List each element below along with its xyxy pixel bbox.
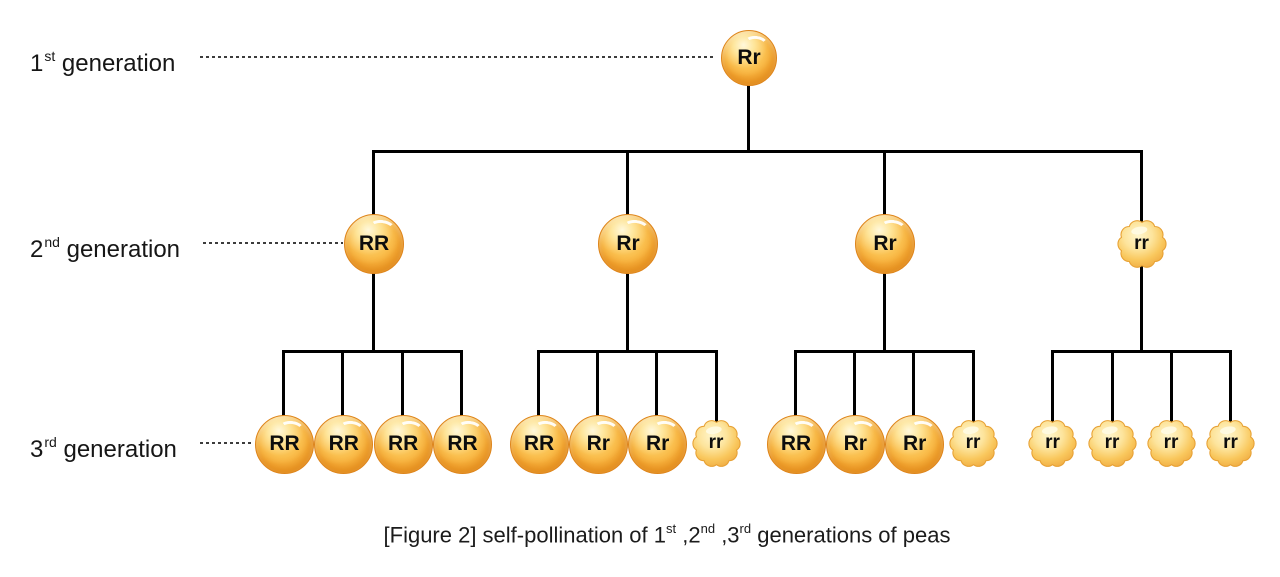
caption-text: ,2: [676, 522, 701, 548]
tree-line: [341, 350, 345, 416]
pea-genotype-label: RR: [358, 232, 390, 255]
gen3-label-text: generation: [56, 436, 177, 463]
pea-gen3-g2-1-smooth: RR: [509, 414, 569, 474]
gen1-label-sup: st: [44, 48, 56, 64]
gen2-label: 2nd generation: [30, 228, 180, 265]
caption-sup: st: [666, 521, 677, 536]
tree-line: [536, 350, 718, 353]
tree-line: [371, 150, 1143, 153]
pea-gen3-g3-1-smooth: RR: [766, 414, 826, 474]
tree-line: [1169, 350, 1173, 423]
pea-gen3-g1-4-smooth: RR: [433, 414, 492, 474]
tree-line: [971, 350, 975, 423]
tree-line: [460, 350, 463, 416]
pea-gen3-g3-2-smooth: Rr: [825, 414, 885, 474]
tree-line: [1229, 350, 1232, 423]
pea-genotype-label: RR: [269, 432, 300, 455]
gen2-label-text: generation: [59, 236, 181, 263]
tree-line: [400, 350, 404, 416]
pea-gen1-smooth: Rr: [721, 30, 777, 86]
pea-genotype-label: Rr: [873, 232, 897, 255]
tree-line: [746, 82, 750, 152]
pea-gen3-g4-4-wrinkled: rr: [1204, 417, 1257, 470]
tree-line: [1140, 150, 1143, 223]
pea-genotype-label: Rr: [903, 432, 927, 455]
pea-gen2-4-wrinkled: rr: [1115, 217, 1169, 271]
tree-line: [714, 350, 718, 423]
tree-line: [882, 150, 886, 216]
pea-gen3-g1-1-smooth: RR: [255, 414, 314, 474]
pea-genotype-label: Rr: [843, 432, 867, 455]
tree-line: [912, 350, 916, 416]
gen3-label-num: 3: [30, 436, 44, 463]
tree-line: [282, 350, 463, 353]
gen1-dotted-connector: [200, 56, 716, 58]
pea-gen3-g4-3-wrinkled: rr: [1145, 417, 1198, 470]
gen1-label: 1st generation: [30, 42, 175, 79]
caption-text: ,3: [715, 522, 740, 548]
gen3-label-sup: rd: [44, 434, 57, 450]
tree-line: [282, 350, 285, 416]
pea-genotype-label: rr: [965, 432, 981, 453]
gen2-label-num: 2: [30, 236, 44, 263]
gen3-label: 3rd generation: [30, 428, 177, 465]
pea-genotype-label: RR: [780, 432, 812, 455]
pea-gen3-g4-1-wrinkled: rr: [1026, 417, 1079, 470]
pea-genotype-label: rr: [1223, 432, 1238, 453]
pea-gen3-g3-4-wrinkled: rr: [947, 417, 1000, 470]
pea-genotype-label: RR: [523, 432, 555, 455]
pea-genotype-label: rr: [1134, 232, 1149, 254]
pea-genotype-label: Rr: [646, 432, 670, 455]
pea-genotype-label: Rr: [586, 432, 610, 455]
tree-line: [793, 350, 797, 416]
gen3-dotted-connector: [200, 442, 253, 444]
tree-line: [882, 264, 886, 352]
pea-genotype-label: Rr: [737, 46, 761, 69]
pea-genotype-label: RR: [447, 432, 478, 455]
pea-gen3-g2-4-wrinkled: rr: [690, 417, 743, 470]
pea-gen3-g2-2-smooth: Rr: [568, 414, 628, 474]
tree-line: [371, 150, 375, 216]
pea-genotype-label: RR: [328, 432, 359, 455]
gen1-label-num: 1: [30, 50, 44, 77]
tree-line: [655, 350, 659, 416]
caption-text: generations of peas: [751, 522, 951, 548]
pea-gen3-g1-3-smooth: RR: [373, 414, 433, 474]
figure-caption: [Figure 2] self-pollination of 1st ,2nd …: [383, 521, 951, 548]
gen2-label-sup: nd: [44, 234, 60, 250]
pea-gen2-2-smooth: Rr: [598, 214, 658, 274]
gen2-dotted-connector: [203, 242, 343, 244]
tree-line: [1051, 350, 1232, 353]
tree-line: [625, 264, 629, 352]
tree-line: [1140, 262, 1143, 352]
tree-line: [793, 350, 975, 353]
pea-gen2-3-smooth: Rr: [855, 214, 915, 274]
tree-line: [1110, 350, 1114, 423]
pea-genotype-label: rr: [1163, 432, 1179, 453]
caption-sup: rd: [739, 521, 752, 536]
tree-line: [595, 350, 599, 416]
tree-line: [852, 350, 856, 416]
pea-gen2-1-smooth: RR: [344, 214, 404, 274]
pea-genotype-label: Rr: [616, 232, 640, 255]
pea-gen3-g4-2-wrinkled: rr: [1086, 417, 1139, 470]
pea-genotype-label: rr: [708, 432, 724, 453]
pea-gen3-g1-2-smooth: RR: [314, 414, 374, 474]
gen1-label-text: generation: [55, 50, 176, 77]
tree-line: [625, 150, 629, 216]
pea-genotype-label: rr: [1045, 432, 1060, 453]
pea-gen3-g2-3-smooth: Rr: [628, 414, 688, 474]
pea-genotype-label: RR: [388, 432, 419, 455]
tree-line: [371, 264, 375, 352]
caption-sup: nd: [700, 521, 716, 536]
pea-genotype-label: rr: [1104, 432, 1120, 453]
caption-text: [Figure 2] self-pollination of 1: [383, 522, 667, 548]
pea-gen3-g3-3-smooth: Rr: [885, 414, 945, 474]
tree-line: [536, 350, 540, 416]
tree-line: [1051, 350, 1054, 423]
